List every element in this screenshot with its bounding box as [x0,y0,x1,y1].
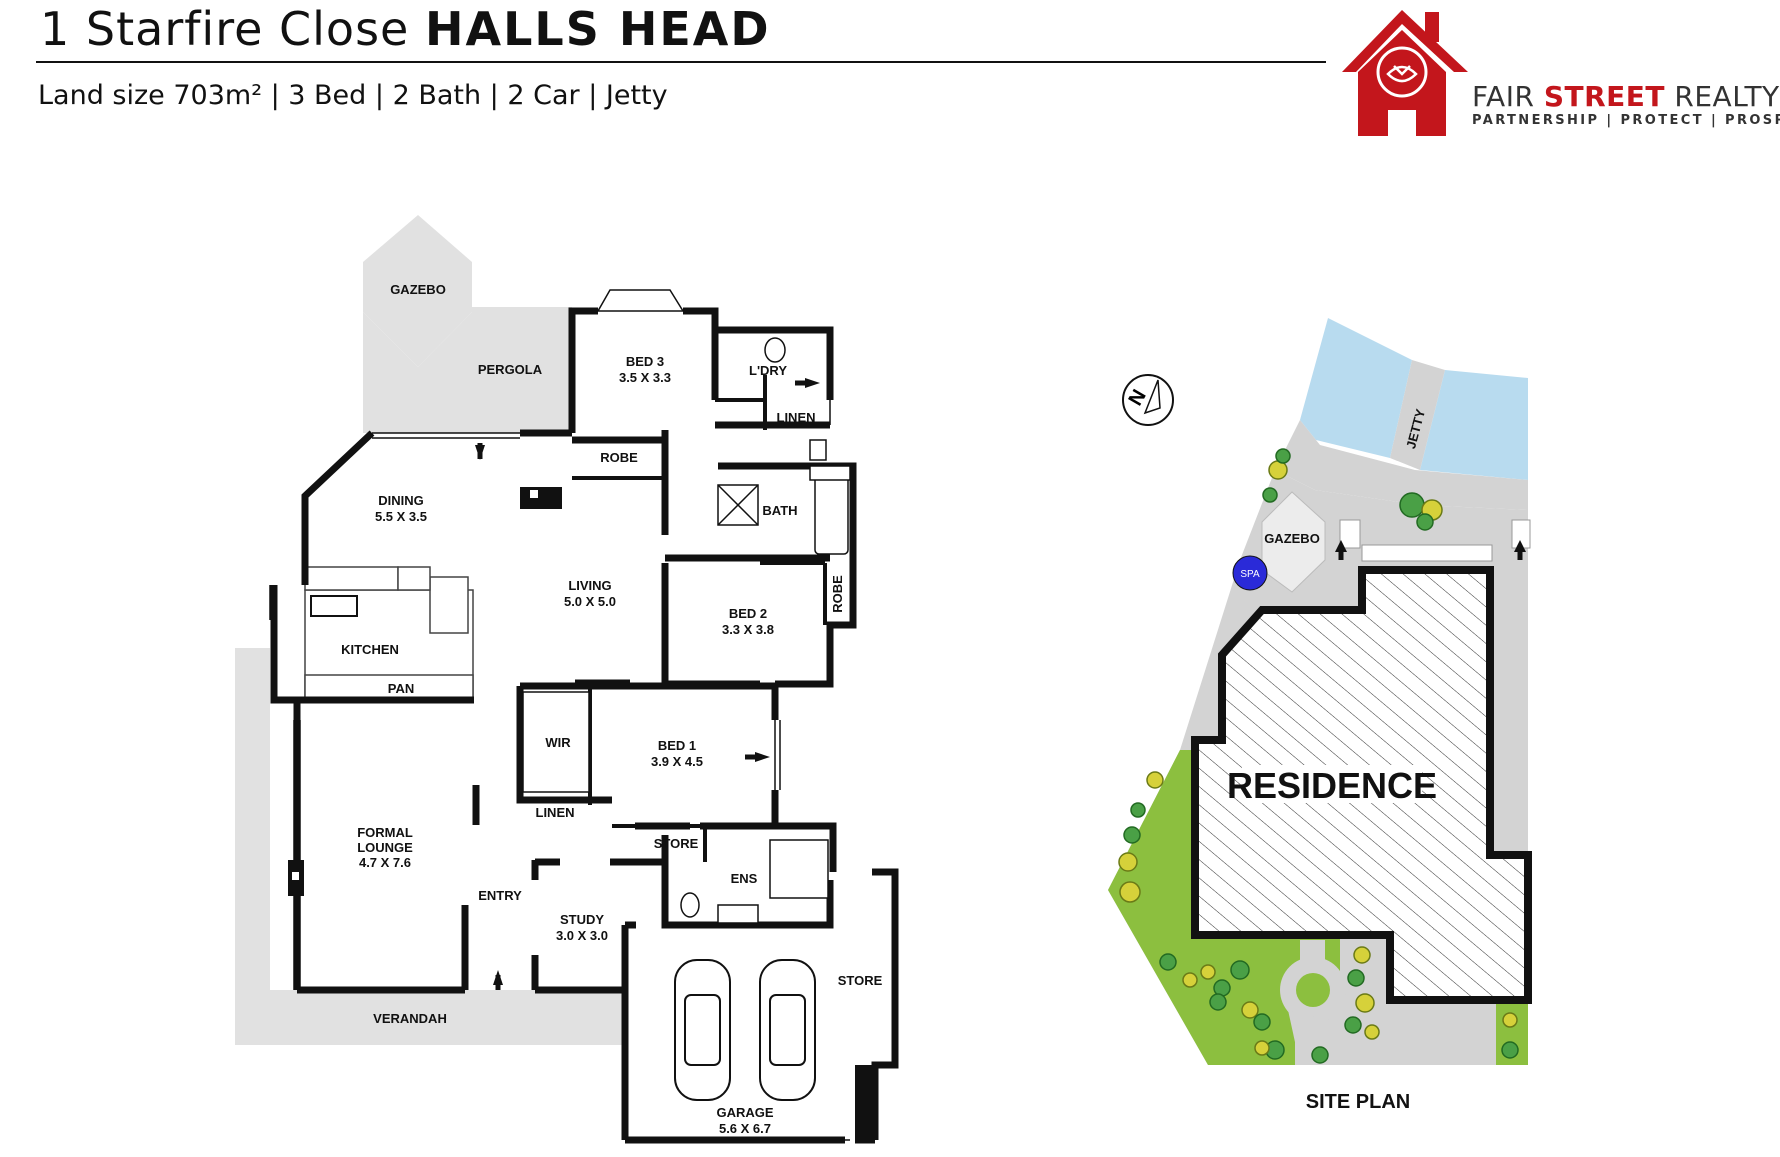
room-pergola: PERGOLA [478,362,543,377]
room-living-size: 5.0 X 5.0 [564,594,616,609]
verandah-area [235,648,624,1045]
room-kitchen: KITCHEN [341,642,399,657]
room-entry: ENTRY [478,888,522,903]
room-robe-bed3: ROBE [600,450,638,465]
room-dining-size: 5.5 X 3.5 [375,509,427,524]
residence-label: RESIDENCE [1227,765,1437,806]
room-study: STUDY [560,912,604,927]
water-area-east [1420,370,1528,480]
room-store-garage: STORE [838,973,883,988]
water-area-west [1300,318,1412,458]
room-bed2: BED 2 [729,606,767,621]
room-bed1-size: 3.9 X 4.5 [651,754,703,769]
room-linen-top: LINEN [777,410,816,425]
site-gazebo-label: GAZEBO [1264,531,1320,546]
house-logo-icon [1342,10,1468,136]
property-details: Land size 703m² | 3 Bed | 2 Bath | 2 Car… [38,80,668,111]
north-arrow-icon: N [1122,374,1174,426]
site-plan: N JETTY GAZEBO SPA [1108,318,1532,1113]
room-verandah: VERANDAH [373,1011,447,1026]
room-laundry: L'DRY [749,363,787,378]
room-living: LIVING [568,578,611,593]
spa-icon [1232,555,1268,591]
property-address: 1 Starfire Close [40,2,410,56]
landscaping-shrubs [1118,448,1519,1064]
gazebo-area [363,215,472,367]
room-formal-lounge: FORMAL [357,825,413,840]
jetty-boardwalk [1275,420,1528,510]
room-pantry: PAN [388,681,414,696]
header-divider [36,61,1326,63]
room-linen-mid: LINEN [536,805,575,820]
room-garage-size: 5.6 X 6.7 [719,1121,771,1136]
room-bed1: BED 1 [658,738,696,753]
room-gazebo: GAZEBO [390,282,446,297]
property-suburb: HALLS HEAD [424,2,771,56]
site-gazebo [1261,491,1326,593]
room-study-size: 3.0 X 3.0 [556,928,608,943]
room-dining: DINING [378,493,424,508]
room-robe-bed2: ROBE [830,575,845,613]
agency-logo[interactable]: FAIR STREET REALTY PARTNERSHIP | PROTECT… [1330,0,1780,145]
garage-cars-icon [674,959,816,1101]
room-garage: GARAGE [716,1105,773,1120]
room-formal-lounge-size: 4.7 X 7.6 [359,855,411,870]
agency-name: FAIR STREET REALTY [1472,80,1780,113]
room-ensuite: ENS [731,871,758,886]
site-plan-title: SITE PLAN [1306,1091,1410,1113]
spa-label: SPA [1240,569,1260,580]
room-bed2-size: 3.3 X 3.8 [722,622,774,637]
property-title: 1 Starfire Close HALLS HEAD [40,2,771,56]
room-bath: BATH [762,503,797,518]
room-bed3: BED 3 [626,354,664,369]
agency-tagline: PARTNERSHIP | PROTECT | PROSPER [1472,113,1780,128]
room-store-mid: STORE [654,836,699,851]
room-bed3-size: 3.5 X 3.3 [619,370,671,385]
room-wir: WIR [545,735,571,750]
floor-plan: GAZEBO PERGOLA BED 3 3.5 X 3.3 L'DRY LIN… [235,215,899,1144]
room-formal-lounge-2: LOUNGE [357,840,413,855]
pergola-area [363,307,572,433]
